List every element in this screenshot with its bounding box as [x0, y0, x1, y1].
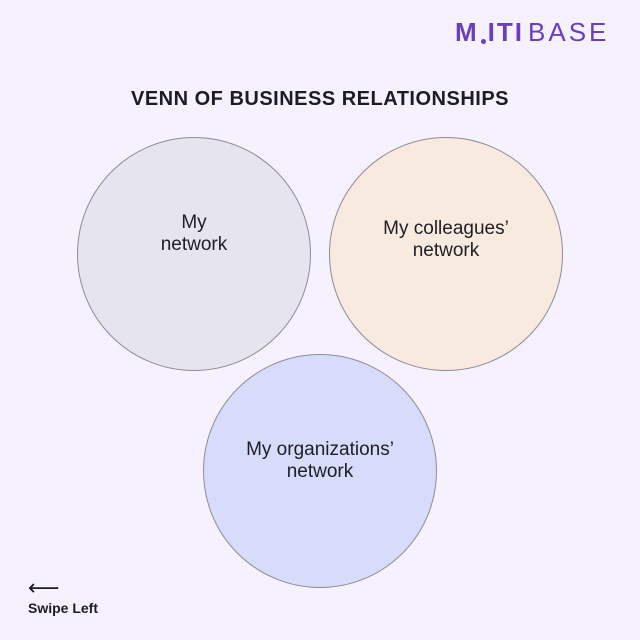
- arrow-left-icon: ⟵: [28, 575, 60, 600]
- venn-circle-my-network: My network: [77, 137, 311, 371]
- venn-circle-organizations-network: My organizations’ network: [203, 354, 437, 588]
- circle-label: My organizations’ network: [246, 439, 394, 482]
- mitibase-logo: M I T I BASE: [455, 16, 610, 48]
- logo-letter-i: I: [487, 16, 497, 47]
- swipe-label: Swipe Left: [28, 600, 99, 616]
- page-title: VENN OF BUSINESS RELATIONSHIPS: [130, 88, 509, 110]
- logo-dot: [480, 38, 486, 44]
- logo-letter-m: M: [455, 16, 479, 47]
- circle-label: My network: [160, 212, 228, 255]
- logo-base-text: BASE: [528, 16, 610, 47]
- logo-letter-t: T: [496, 16, 515, 47]
- swipe-hint: ⟵ Swipe Left: [28, 575, 99, 617]
- venn-circle-colleagues-network: My colleagues’ network: [329, 137, 563, 371]
- logo-wordmark: M I T I: [455, 17, 524, 48]
- circle-label: My colleagues’ network: [383, 218, 509, 261]
- logo-letter-i-2: I: [514, 16, 525, 47]
